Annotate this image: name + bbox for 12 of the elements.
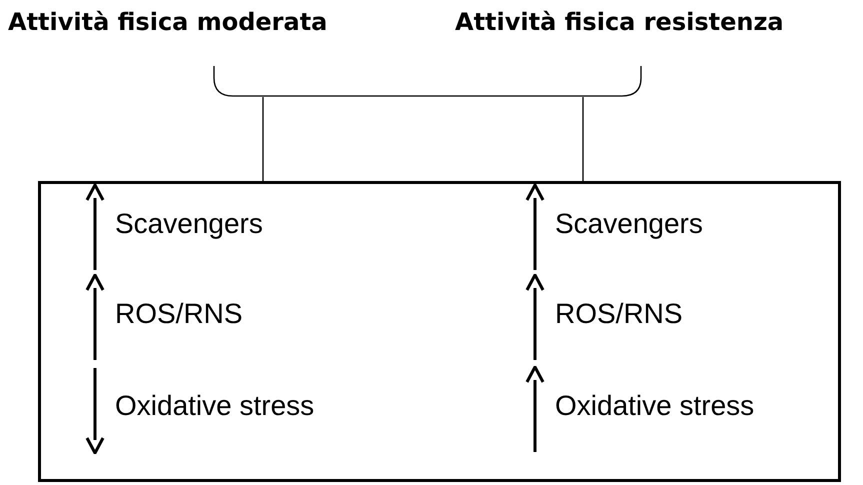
content-box [38,181,841,482]
bracket [213,66,642,98]
heading-text: Attività fisica moderata [8,8,408,42]
heading-text: Attività fisica resistenza [455,8,855,42]
factor-label: ROS/RNS [555,298,683,330]
factor-label: Scavengers [115,208,263,240]
connector-line [582,97,584,181]
factor-label: Scavengers [555,208,703,240]
factor-label: Oxidative stress [115,390,314,422]
connector-line [262,97,264,181]
factor-label: ROS/RNS [115,298,243,330]
factor-label: Oxidative stress [555,390,754,422]
